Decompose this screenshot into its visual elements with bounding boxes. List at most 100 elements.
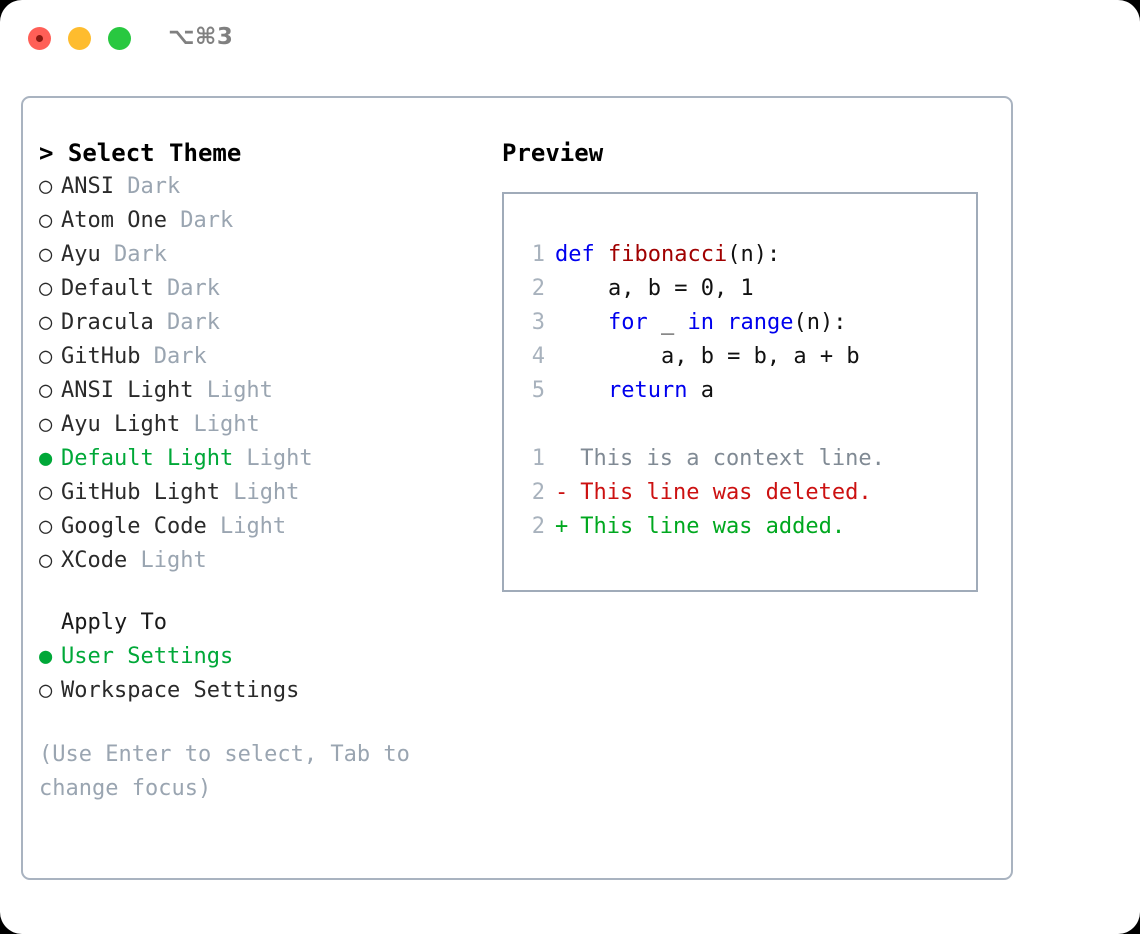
radio-unselected-icon: ○ <box>39 310 53 335</box>
theme-option-google-code[interactable]: ○Google Code Light <box>39 510 479 544</box>
code-token: (n): <box>793 310 847 335</box>
line-number: 1 <box>531 446 545 471</box>
diff-sign: - <box>555 480 569 505</box>
code-line: 5 return a <box>504 374 976 408</box>
theme-option-kind: Dark <box>100 242 167 267</box>
theme-option-label: GitHub Light <box>61 480 220 505</box>
code-token: _ <box>647 310 688 335</box>
theme-option-default-light[interactable]: ● Default Light Light <box>39 442 479 476</box>
radio-unselected-icon: ○ <box>39 548 53 573</box>
code-line: 4 a, b = b, a + b <box>504 340 976 374</box>
line-number: 2 <box>531 276 545 301</box>
theme-option-label: Default Light <box>61 446 234 471</box>
code-token <box>555 378 608 403</box>
theme-option-kind: Light <box>127 548 207 573</box>
diff-line-ctx: 1 This is a context line. <box>504 442 976 476</box>
close-window-icon[interactable] <box>28 27 51 50</box>
apply-to-heading: Apply To <box>61 610 167 635</box>
theme-option-default[interactable]: ○ Default Dark <box>39 272 479 306</box>
theme-option-ansi[interactable]: ○ANSI Dark <box>39 170 479 204</box>
theme-option-ansi-light[interactable]: ○ ANSI Light Light <box>39 374 479 408</box>
radio-selected-icon: ● <box>39 644 53 669</box>
radio-unselected-icon: ○ <box>39 480 53 505</box>
diff-sample: 1 This is a context line.2- This line wa… <box>504 442 976 544</box>
diff-text: This line was added. <box>567 514 846 539</box>
radio-unselected-icon: ○ <box>39 412 53 437</box>
theme-option-kind: Light <box>193 378 273 403</box>
theme-option-kind: Dark <box>166 208 234 233</box>
code-token: (n): <box>727 242 781 267</box>
diff-sign: + <box>555 514 569 539</box>
diff-line-add: 2 + This line was added. <box>504 510 976 544</box>
theme-options-list[interactable]: ○ANSI Dark○Atom One Dark○Ayu Dark○Defaul… <box>39 170 479 578</box>
line-number: 2 <box>531 480 545 505</box>
apply-to-option-label: User Settings <box>61 644 234 669</box>
maximize-window-icon[interactable] <box>108 27 131 50</box>
code-token <box>555 310 608 335</box>
keyboard-shortcut-label: ⌥⌘3 <box>168 24 234 50</box>
diff-sign <box>555 442 567 476</box>
diff-line-del: 2- This line was deleted. <box>504 476 976 510</box>
radio-unselected-icon: ○ <box>39 678 53 703</box>
radio-unselected-icon: ○ <box>39 208 53 233</box>
line-number: 5 <box>531 378 545 403</box>
minimize-window-icon[interactable] <box>68 27 91 50</box>
diff-text: This line was deleted. <box>567 480 872 505</box>
code-token: a, b = b, a + b <box>555 344 860 369</box>
theme-picker-panel: > Select Theme ○ANSI Dark○Atom One Dark○… <box>21 96 1013 880</box>
theme-option-github-light[interactable]: ○ GitHub Light Light <box>39 476 479 510</box>
code-token <box>714 310 727 335</box>
apply-to-option-workspace-settings[interactable]: ○ Workspace Settings <box>39 674 479 708</box>
theme-option-kind: Dark <box>153 276 220 301</box>
theme-option-kind: Light <box>233 446 313 471</box>
radio-unselected-icon: ○ <box>39 378 53 403</box>
theme-option-label: Dracula <box>61 310 154 335</box>
radio-unselected-icon: ○ <box>39 174 53 199</box>
theme-option-label: ANSI Light <box>61 378 194 403</box>
preview-heading: Preview <box>502 139 604 167</box>
theme-option-label: Ayu Light <box>61 412 181 437</box>
theme-selection-column: > Select Theme ○ANSI Dark○Atom One Dark○… <box>39 136 479 806</box>
theme-option-label: XCode <box>61 548 128 573</box>
keyboard-hint-text: (Use Enter to select, Tab to change focu… <box>39 742 410 801</box>
line-number: 2 <box>531 514 545 539</box>
line-number: 3 <box>531 310 545 335</box>
theme-option-ayu[interactable]: ○Ayu Dark <box>39 238 479 272</box>
radio-selected-icon: ● <box>39 446 53 471</box>
theme-option-kind: Light <box>180 412 260 437</box>
line-number: 4 <box>531 344 545 369</box>
theme-option-label: GitHub <box>61 344 141 369</box>
code-token: in <box>687 310 714 335</box>
theme-option-kind: Light <box>219 480 300 505</box>
apply-to-options-list[interactable]: ● User Settings ○ Workspace Settings <box>39 640 479 708</box>
code-line: 3 for _ in range(n): <box>504 306 976 340</box>
code-token: range <box>727 310 794 335</box>
theme-option-ayu-light[interactable]: ○ Ayu Light Light <box>39 408 479 442</box>
theme-option-kind: Dark <box>140 344 207 369</box>
code-token: def <box>555 242 608 267</box>
radio-unselected-icon: ○ <box>39 242 53 267</box>
radio-unselected-icon: ○ <box>39 514 53 539</box>
theme-option-github[interactable]: ○GitHub Dark <box>39 340 479 374</box>
code-token: a <box>687 378 714 403</box>
preview-spacer <box>504 408 976 442</box>
theme-option-atom-one[interactable]: ○ Atom One Dark <box>39 204 479 238</box>
theme-option-xcode[interactable]: ○ XCode Light <box>39 544 479 578</box>
apply-to-option-label: Workspace Settings <box>61 678 300 703</box>
radio-unselected-icon: ○ <box>39 276 53 301</box>
title-bar: ⌥⌘3 <box>0 0 1140 78</box>
apply-to-option-user-settings[interactable]: ● User Settings <box>39 640 479 674</box>
code-token: fibonacci <box>607 242 728 267</box>
theme-option-dracula[interactable]: ○Dracula Dark <box>39 306 479 340</box>
theme-option-kind: Light <box>206 514 287 539</box>
theme-option-kind: Dark <box>113 174 181 199</box>
theme-option-label: Default <box>61 276 154 301</box>
theme-option-label: Atom One <box>61 208 167 233</box>
code-token: a, b = 0, 1 <box>555 276 754 301</box>
diff-text: This is a context line. <box>567 446 885 471</box>
apply-to-section: Apply To ● User Settings ○ Workspace Settin… <box>39 606 479 708</box>
